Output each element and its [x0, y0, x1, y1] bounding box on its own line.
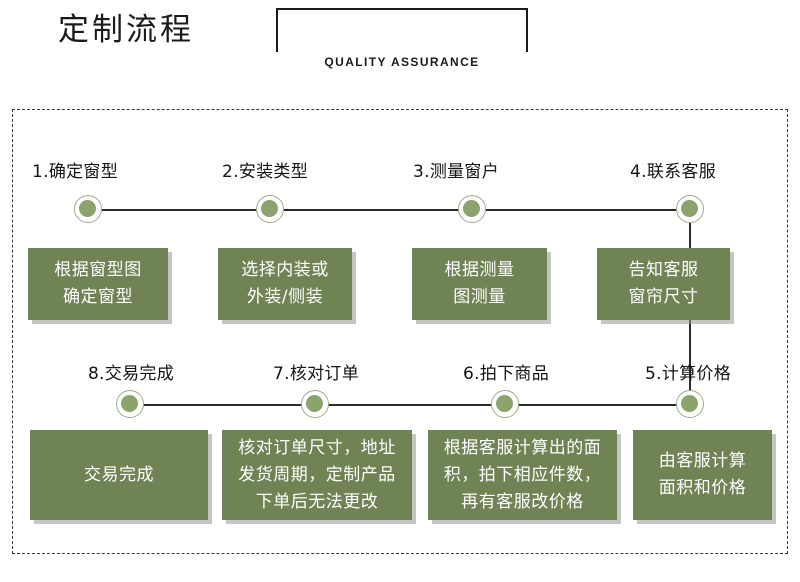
step-node-6[interactable]: [491, 390, 519, 418]
connector-bottom-row: [130, 404, 690, 406]
step-label-8: 8.交易完成: [88, 364, 175, 384]
step-label-1: 1.确定窗型: [32, 162, 119, 182]
step-node-dot-5: [681, 395, 698, 412]
step-label-2: 2.安装类型: [222, 162, 309, 182]
step-node-8[interactable]: [116, 390, 144, 418]
step-box-1[interactable]: 根据窗型图 确定窗型: [28, 248, 168, 320]
step-box-2[interactable]: 选择内装或 外装/侧装: [218, 248, 352, 320]
step-node-1[interactable]: [74, 195, 102, 223]
step-label-4: 4.联系客服: [630, 162, 717, 182]
step-node-dot-8: [121, 395, 138, 412]
step-label-7: 7.核对订单: [273, 364, 360, 384]
page-title: 定制流程: [58, 12, 194, 48]
step-label-5: 5.计算价格: [645, 364, 732, 384]
connector-top-row: [88, 209, 688, 211]
step-node-dot-2: [261, 200, 278, 217]
step-node-dot-1: [79, 200, 96, 217]
step-box-6[interactable]: 根据客服计算出的面 积，拍下相应件数， 再有客服改价格: [428, 430, 617, 520]
step-node-7[interactable]: [301, 390, 329, 418]
step-node-4[interactable]: [676, 195, 704, 223]
step-label-6: 6.拍下商品: [463, 364, 550, 384]
step-node-5[interactable]: [676, 390, 704, 418]
page-subtitle: QUALITY ASSURANCE: [276, 52, 528, 72]
flow-dashed-frame: [12, 109, 788, 554]
step-box-8[interactable]: 交易完成: [30, 430, 208, 520]
step-node-dot-4: [681, 200, 698, 217]
step-node-dot-3: [463, 200, 480, 217]
step-label-3: 3.测量窗户: [413, 162, 500, 182]
title-border-frame: [276, 8, 528, 62]
step-node-dot-6: [496, 395, 513, 412]
step-box-3[interactable]: 根据测量 图测量: [412, 248, 547, 320]
step-node-dot-7: [306, 395, 323, 412]
step-box-5[interactable]: 由客服计算 面积和价格: [633, 430, 772, 520]
step-box-7[interactable]: 核对订单尺寸，地址 发货周期，定制产品 下单后无法更改: [222, 430, 412, 520]
step-node-3[interactable]: [458, 195, 486, 223]
step-node-2[interactable]: [256, 195, 284, 223]
step-box-4[interactable]: 告知客服 窗帘尺寸: [597, 248, 730, 320]
